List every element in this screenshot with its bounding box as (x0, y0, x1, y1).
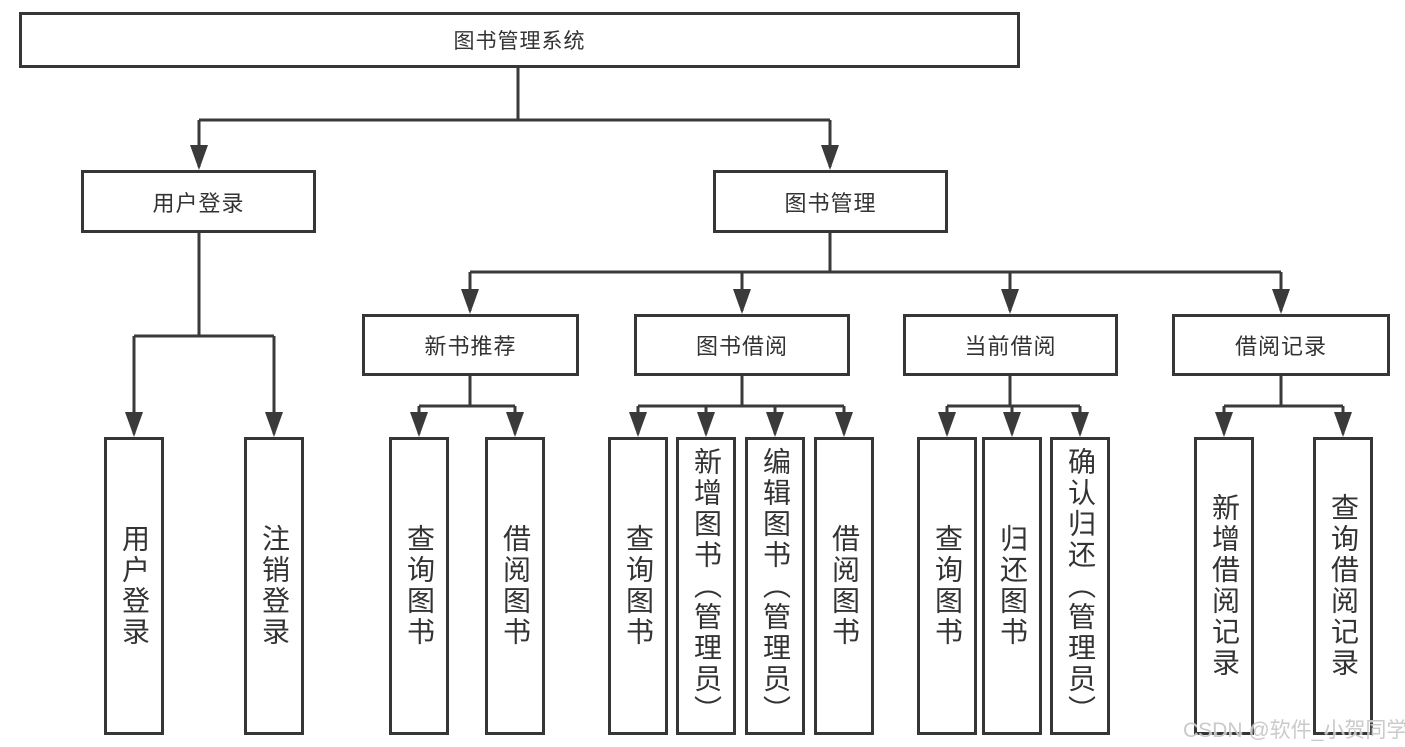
csdn-watermark: CSDN @软件_小贺同学 (1183, 719, 1405, 742)
node-label: 用户登录 (152, 190, 245, 216)
leaf-borrow-books-recommend: 借阅图书 (485, 437, 545, 735)
leaf-query-books-borrow: 查询图书 (608, 437, 668, 735)
leaf-label: 归还图书 (997, 524, 1028, 648)
leaf-query-books-recommend: 查询图书 (389, 437, 449, 735)
node-book-borrow: 图书借阅 (634, 314, 850, 376)
node-label: 图书管理 (784, 190, 877, 216)
leaf-edit-book-admin: 编辑图书（管理员） (745, 437, 805, 735)
leaf-label: 注销登录 (259, 524, 290, 648)
leaf-query-borrow-record: 查询借阅记录 (1313, 437, 1373, 735)
node-book-management-branch: 图书管理 (713, 170, 948, 233)
leaf-borrow-books: 借阅图书 (814, 437, 874, 735)
node-new-book-recommend: 新书推荐 (362, 314, 579, 376)
leaf-label: 新增借阅记录 (1209, 493, 1240, 679)
node-label: 图书管理系统 (453, 30, 586, 53)
node-label: 借阅记录 (1234, 334, 1327, 359)
leaf-label: 编辑图书（管理员） (760, 446, 791, 726)
node-user-login-branch: 用户登录 (81, 170, 316, 233)
node-label: 当前借阅 (964, 334, 1057, 359)
leaf-add-book-admin: 新增图书（管理员） (676, 437, 736, 735)
leaf-label: 借阅图书 (829, 524, 860, 648)
leaf-label: 借阅图书 (500, 524, 531, 648)
node-library-management-system: 图书管理系统 (19, 12, 1020, 68)
leaf-return-books: 归还图书 (982, 437, 1042, 735)
leaf-query-books-current: 查询图书 (917, 437, 977, 735)
node-label: 图书借阅 (695, 334, 788, 359)
node-current-borrow: 当前借阅 (903, 314, 1118, 376)
leaf-label: 查询图书 (623, 524, 654, 648)
leaf-label: 查询图书 (404, 524, 435, 648)
leaf-logout: 注销登录 (244, 437, 304, 735)
leaf-label: 查询借阅记录 (1328, 493, 1359, 679)
node-label: 新书推荐 (424, 334, 517, 359)
leaf-label: 新增图书（管理员） (691, 446, 722, 726)
node-borrow-records: 借阅记录 (1172, 314, 1390, 376)
leaf-add-borrow-record: 新增借阅记录 (1194, 437, 1254, 735)
leaf-label: 用户登录 (119, 524, 150, 648)
leaf-label: 查询图书 (932, 524, 963, 648)
leaf-user-login: 用户登录 (104, 437, 164, 735)
leaf-label: 确认归还（管理员） (1065, 446, 1096, 726)
leaf-confirm-return-admin: 确认归还（管理员） (1050, 437, 1110, 735)
